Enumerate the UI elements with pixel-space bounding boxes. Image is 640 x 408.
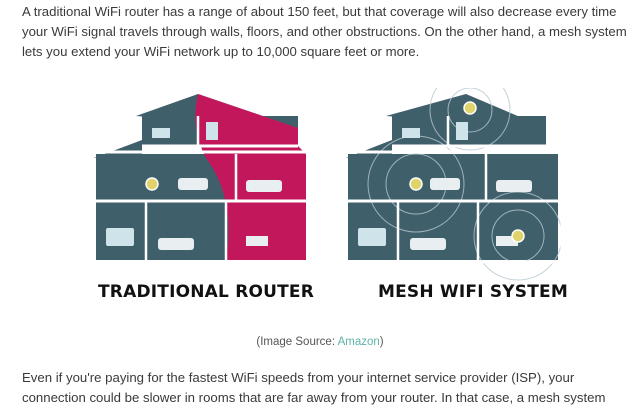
caption-prefix: (Image Source: xyxy=(256,336,338,348)
traditional-router-house xyxy=(90,94,312,264)
intro-paragraph: A traditional WiFi router has a range of… xyxy=(22,4,627,59)
body-paragraph: Even if you're paying for the fastest Wi… xyxy=(22,370,606,405)
coverage-area xyxy=(195,94,306,260)
mesh-node-icon xyxy=(463,101,477,115)
router-comparison-illustration xyxy=(90,88,564,281)
image-caption: (Image Source: Amazon) xyxy=(0,336,640,348)
mesh-wifi-house xyxy=(342,88,564,281)
mesh-node-icon xyxy=(409,177,423,191)
traditional-router-label: TRADITIONAL ROUTER xyxy=(98,282,315,302)
caption-suffix: ) xyxy=(379,336,384,348)
amazon-source-link[interactable]: Amazon xyxy=(337,336,380,348)
mesh-node-icon xyxy=(511,229,525,243)
router-icon xyxy=(145,177,159,191)
mesh-wifi-label: MESH WIFI SYSTEM xyxy=(378,282,568,302)
